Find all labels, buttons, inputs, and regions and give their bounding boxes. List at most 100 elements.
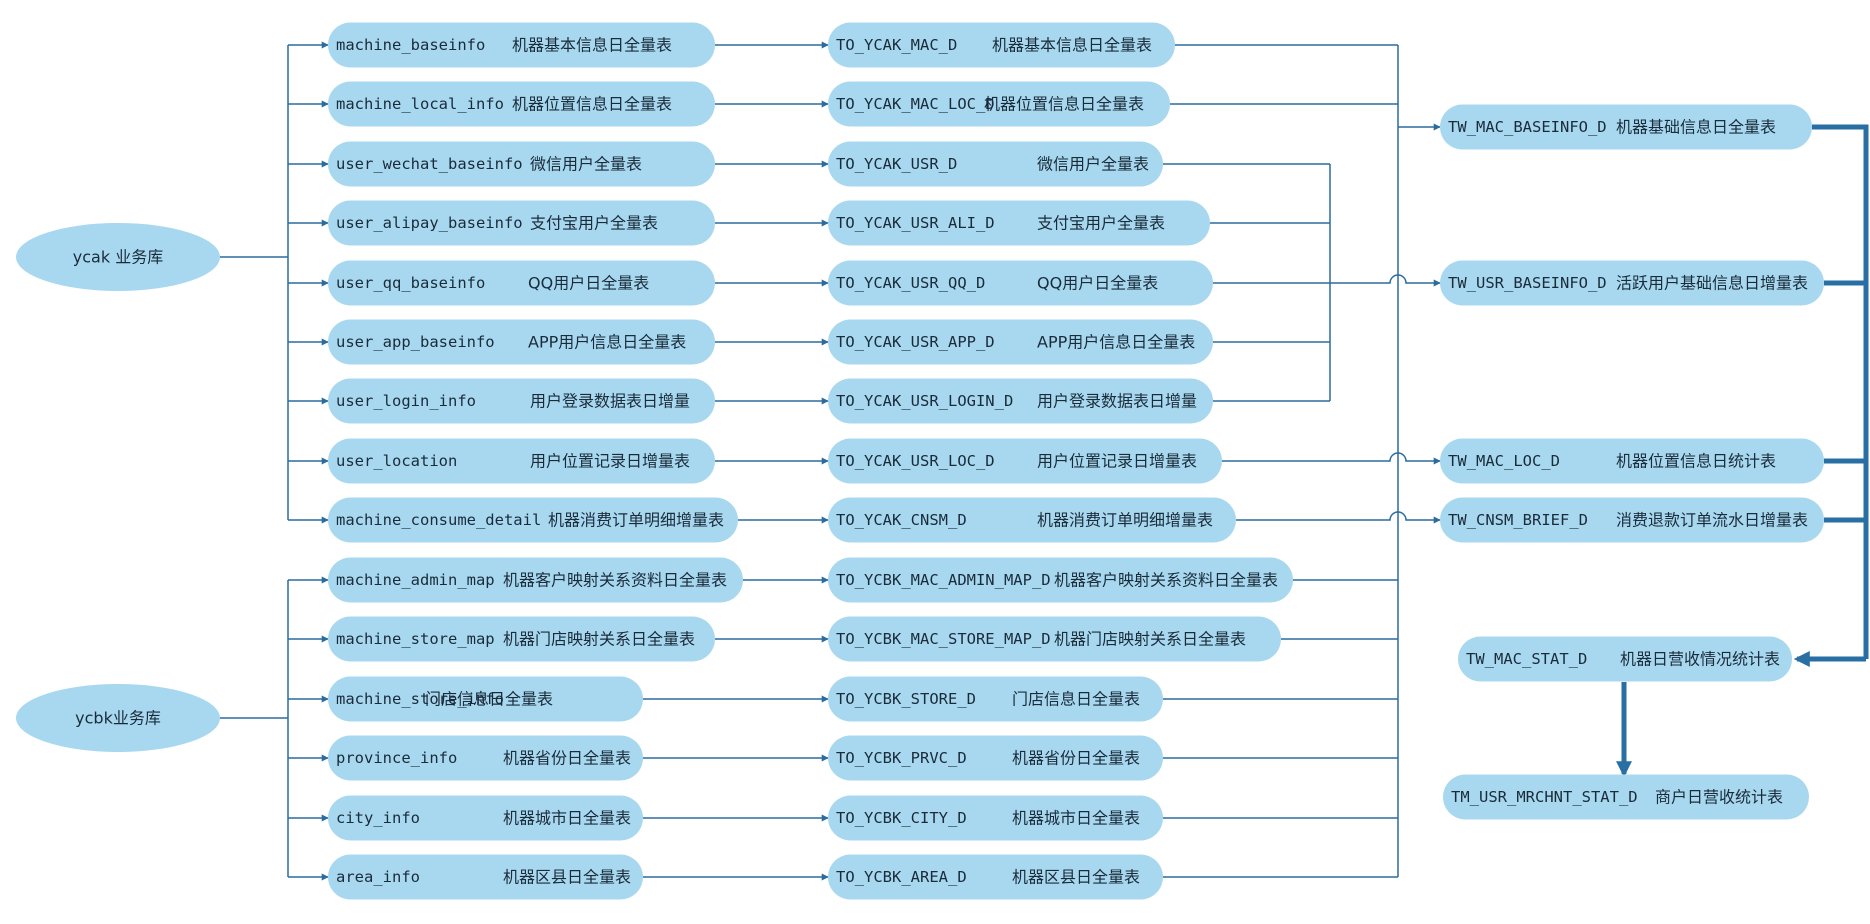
stat-table-TM_USR_MRCHNT_STAT_D-shape — [1443, 774, 1809, 820]
source-table-user_wechat_baseinfo[interactable]: user_wechat_baseinfo 微信用户全量表 — [328, 141, 715, 187]
ods-table-desc: 机器门店映射关系日全量表 — [1054, 630, 1246, 649]
source-table-user_app_baseinfo-shape — [328, 319, 715, 365]
source-table-machine_store_map[interactable]: machine_store_map 机器门店映射关系日全量表 — [328, 616, 715, 662]
ods-table-TO_YCAK_USR_ALI_D-shape — [828, 200, 1210, 246]
database-ycbk[interactable]: ycbk业务库 — [16, 684, 220, 752]
source-table-name: user_app_baseinfo — [336, 333, 495, 351]
ods-table-TO_YCBK_PRVC_D[interactable]: TO_YCBK_PRVC_D 机器省份日全量表 — [828, 735, 1163, 781]
source-table-desc: 机器位置信息日全量表 — [512, 95, 672, 114]
source-table-machine_local_info-shape — [328, 81, 715, 127]
source-table-user_alipay_baseinfo-shape — [328, 200, 715, 246]
source-table-user_login_info-shape — [328, 378, 715, 424]
source-table-name: province_info — [336, 749, 457, 767]
ods-table-name: TO_YCAK_USR_LOC_D — [836, 452, 995, 470]
source-table-province_info[interactable]: province_info 机器省份日全量表 — [328, 735, 643, 781]
ods-table-TO_YCBK_CITY_D[interactable]: TO_YCBK_CITY_D 机器城市日全量表 — [828, 795, 1163, 841]
source-table-name: user_qq_baseinfo — [336, 274, 485, 292]
dw-table-name: TW_MAC_LOC_D — [1448, 452, 1560, 470]
source-table-city_info[interactable]: city_info 机器城市日全量表 — [328, 795, 643, 841]
source-table-machine_baseinfo-shape — [328, 22, 715, 68]
ods-table-name: TO_YCAK_USR_APP_D — [836, 333, 995, 351]
dw-table-name: TW_USR_BASEINFO_D — [1448, 274, 1607, 292]
source-table-desc: 门店信息日全量表 — [425, 690, 553, 709]
ods-table-desc: 机器客户映射关系资料日全量表 — [1054, 571, 1278, 590]
ods-table-TO_YCAK_CNSM_D-shape — [828, 497, 1236, 543]
dw-table-desc: 机器基础信息日全量表 — [1616, 118, 1776, 137]
source-table-machine_store_info-shape — [328, 676, 643, 722]
source-table-name: machine_store_map — [336, 630, 495, 648]
source-table-user_qq_baseinfo-shape — [328, 260, 715, 306]
ods-table-desc: 机器省份日全量表 — [1012, 749, 1140, 768]
dw-table-desc: 机器位置信息日统计表 — [1616, 452, 1776, 471]
ods-table-TO_YCBK_MAC_ADMIN_MAP_D-shape — [828, 557, 1293, 603]
source-table-desc: 机器城市日全量表 — [503, 809, 631, 828]
ods-table-TO_YCBK_AREA_D-shape — [828, 854, 1163, 900]
database-ycak-label: ycak 业务库 — [73, 248, 163, 267]
ods-table-desc: QQ用户日全量表 — [1037, 274, 1158, 293]
source-table-desc: 机器基本信息日全量表 — [512, 36, 672, 55]
ods-table-name: TO_YCBK_CITY_D — [836, 809, 967, 827]
source-table-machine_admin_map[interactable]: machine_admin_map 机器客户映射关系资料日全量表 — [328, 557, 743, 603]
dw-table-TW_MAC_LOC_D[interactable]: TW_MAC_LOC_D 机器位置信息日统计表 — [1440, 438, 1824, 484]
source-table-desc: 微信用户全量表 — [530, 155, 642, 174]
source-table-machine_local_info[interactable]: machine_local_info 机器位置信息日全量表 — [328, 81, 715, 127]
source-table-name: city_info — [336, 809, 420, 827]
edge-cnsm-to-tw-cnsm — [1236, 511, 1441, 524]
source-table-machine_baseinfo[interactable]: machine_baseinfo 机器基本信息日全量表 — [328, 22, 715, 68]
ods-table-name: TO_YCBK_STORE_D — [836, 690, 976, 708]
edges — [220, 41, 1869, 881]
source-table-name: user_login_info — [336, 392, 476, 410]
database-ycak[interactable]: ycak 业务库 — [16, 223, 220, 291]
dw-table-TW_USR_BASEINFO_D[interactable]: TW_USR_BASEINFO_D 活跃用户基础信息日增量表 — [1440, 260, 1824, 306]
source-table-desc: 机器门店映射关系日全量表 — [503, 630, 695, 649]
source-table-name: user_location — [336, 452, 457, 470]
source-table-name: machine_local_info — [336, 95, 504, 113]
source-table-area_info-shape — [328, 854, 643, 900]
stat-table-TW_MAC_STAT_D-shape — [1458, 636, 1792, 682]
ods-table-desc: 机器城市日全量表 — [1012, 809, 1140, 828]
source-table-user_location-shape — [328, 438, 715, 484]
ods-table-TO_YCBK_PRVC_D-shape — [828, 735, 1163, 781]
source-table-desc: 机器客户映射关系资料日全量表 — [503, 571, 727, 590]
source-table-machine_store_map-shape — [328, 616, 715, 662]
ods-table-TO_YCAK_MAC_LOC_D-shape — [828, 81, 1170, 127]
source-table-name: machine_admin_map — [336, 571, 495, 589]
source-table-machine_admin_map-shape — [328, 557, 743, 603]
ods-table-TO_YCAK_USR_D-shape — [828, 141, 1163, 187]
source-table-name: user_wechat_baseinfo — [336, 155, 523, 173]
source-table-desc: 机器省份日全量表 — [503, 749, 631, 768]
dw-table-desc: 活跃用户基础信息日增量表 — [1616, 274, 1808, 293]
ods-table-name: TO_YCBK_PRVC_D — [836, 749, 967, 767]
ods-table-TO_YCAK_MAC_D-shape — [828, 22, 1175, 68]
source-table-name: user_alipay_baseinfo — [336, 214, 523, 232]
ods-table-TO_YCBK_CITY_D-shape — [828, 795, 1163, 841]
ods-table-desc: 机器消费订单明细增量表 — [1037, 511, 1213, 530]
source-table-name: machine_baseinfo — [336, 36, 485, 54]
source-table-name: machine_consume_detail — [336, 511, 541, 529]
